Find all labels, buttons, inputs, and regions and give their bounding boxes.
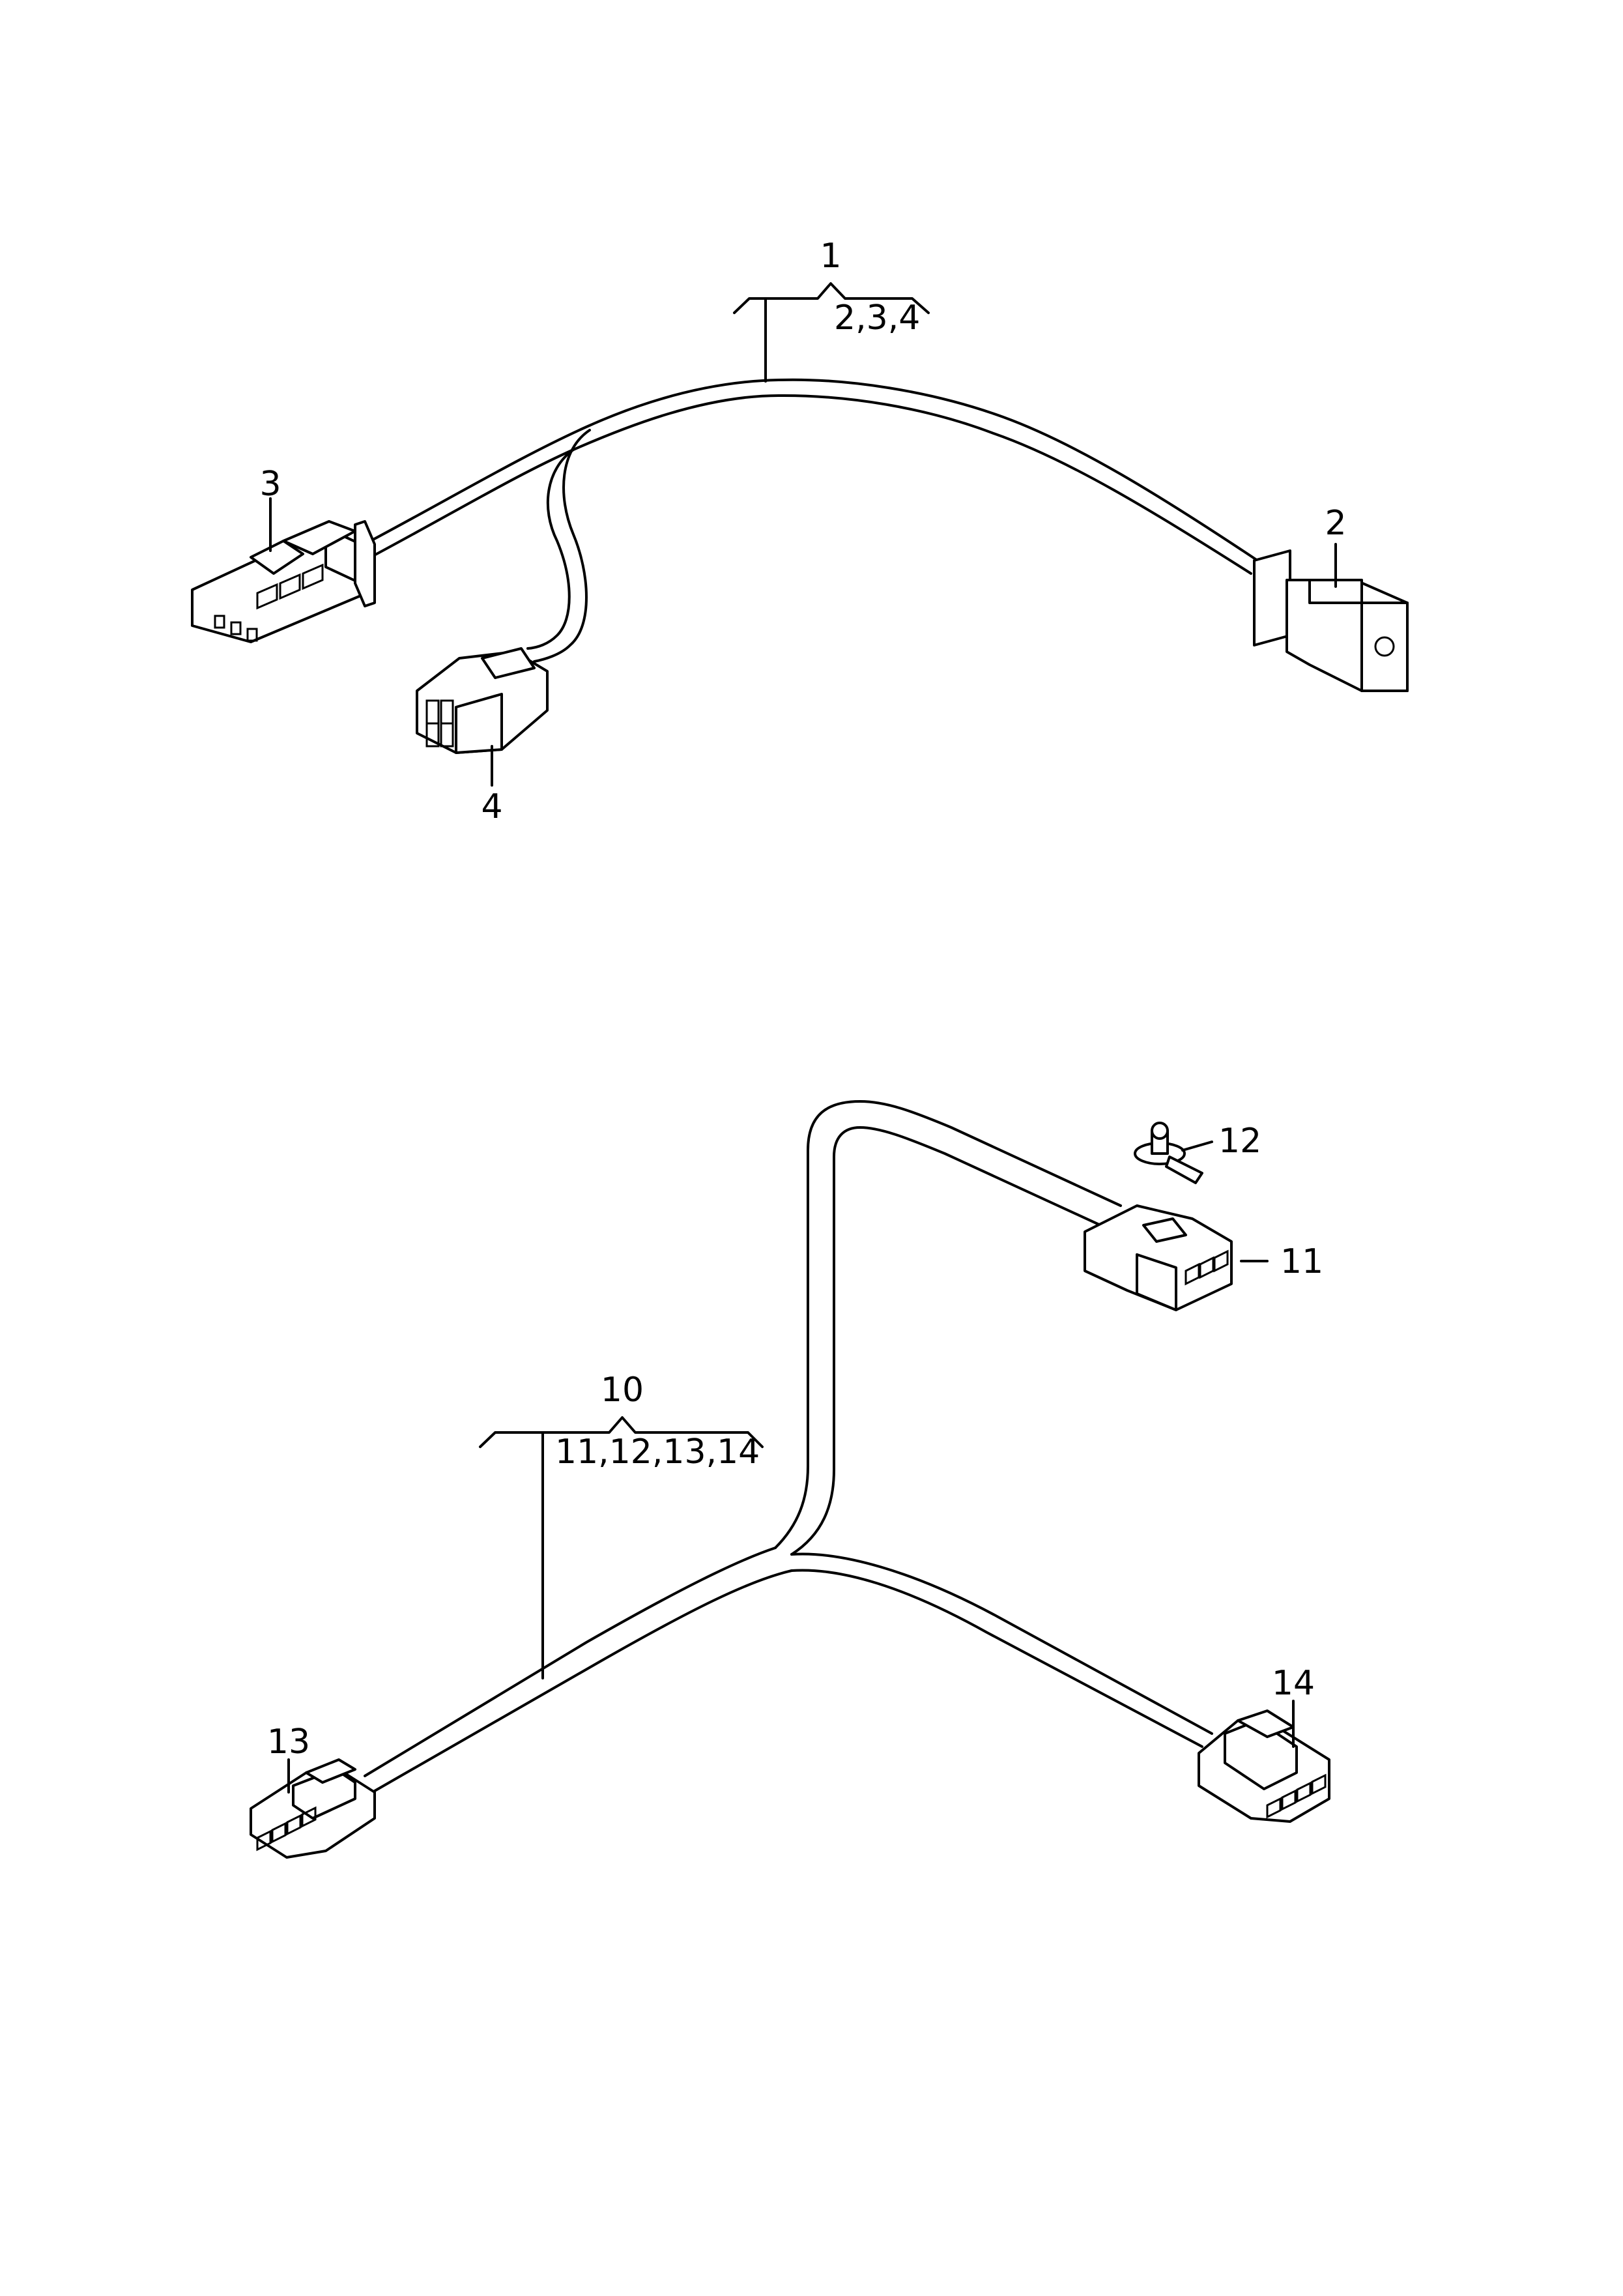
cable-10 <box>364 1100 1213 1792</box>
part-label-2: 2 <box>1325 504 1346 543</box>
connector-13: 13 <box>250 1722 376 1859</box>
callout-label-10: 10 <box>601 1371 644 1410</box>
callout-includes-1: 2,3,4 <box>834 298 920 338</box>
connector-14: 14 <box>1198 1664 1330 1823</box>
connector-3: 3 <box>191 465 376 643</box>
part-label-13: 13 <box>267 1722 310 1762</box>
connector-4: 4 <box>416 647 549 826</box>
connector-2: 2 <box>1253 504 1409 692</box>
cable-1 <box>367 378 1259 663</box>
callout-bracket-1: 1 2,3,4 <box>733 237 930 383</box>
harness-1: 1 2,3,4 3 <box>191 237 1409 826</box>
part-label-14: 14 <box>1272 1664 1315 1703</box>
callout-includes-10: 11,12,13,14 <box>555 1432 760 1472</box>
part-12: 12 <box>1134 1122 1261 1184</box>
part-label-11: 11 <box>1280 1242 1323 1281</box>
part-label-12: 12 <box>1218 1122 1261 1161</box>
part-label-4: 4 <box>481 787 502 826</box>
harness-10: 10 11,12,13,14 11 <box>250 1100 1330 1859</box>
callout-label-1: 1 <box>820 237 841 276</box>
part-label-3: 3 <box>259 465 281 504</box>
connector-11: 11 <box>1084 1204 1323 1311</box>
callout-bracket-10: 10 11,12,13,14 <box>479 1371 764 1679</box>
